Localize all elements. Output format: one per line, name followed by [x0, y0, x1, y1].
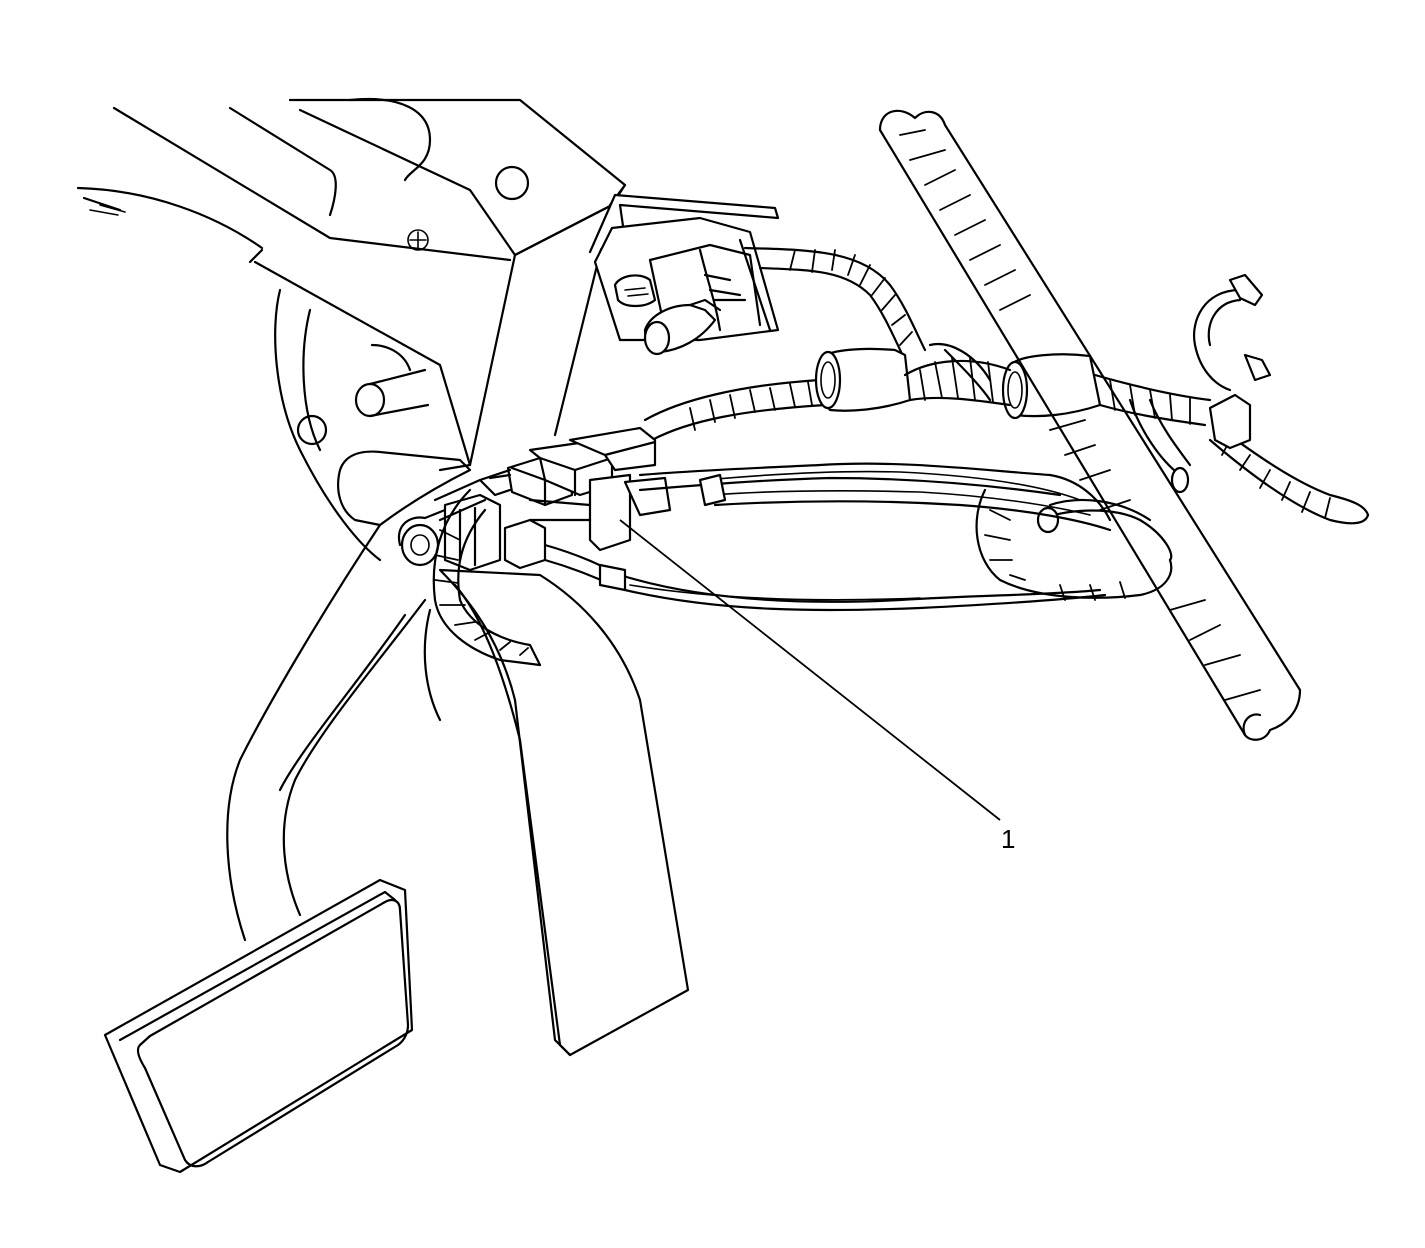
- wire-harness-diagonal: [878, 109, 1302, 741]
- wire-harness-upper: [643, 246, 1370, 525]
- pedal-arm: [438, 568, 690, 1057]
- callout-label: 1: [1001, 824, 1015, 854]
- callout-leader-line: [619, 519, 1001, 821]
- stop-lamp-switch: [588, 193, 780, 356]
- callout-1: 1: [619, 519, 1015, 854]
- wire-bundle-lower: [423, 462, 1112, 722]
- wiring-connectors: [397, 426, 672, 572]
- pedal-bracket: [76, 98, 627, 562]
- brake-pedal: [103, 523, 427, 1174]
